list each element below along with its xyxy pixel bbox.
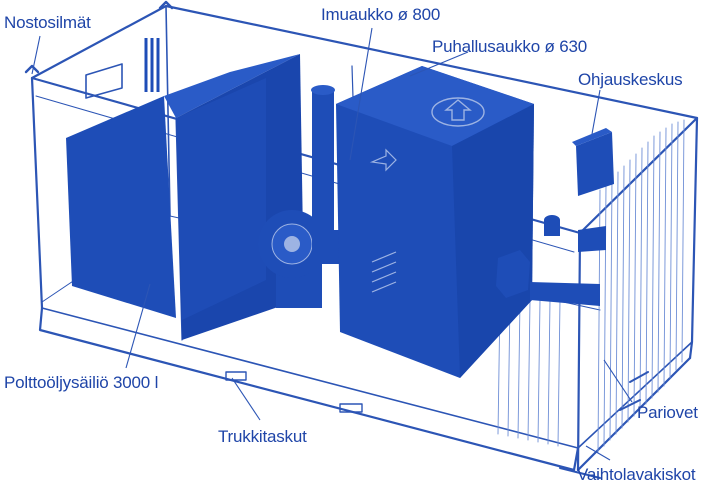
label-vaihtolavakiskot: Vaihtolavakiskot bbox=[577, 465, 696, 484]
label-puhallusaukko: Puhallusaukko ø 630 bbox=[432, 37, 587, 56]
label-imuaukko: Imuaukko ø 800 bbox=[321, 5, 441, 24]
side-duct bbox=[496, 226, 606, 306]
forklift-pockets bbox=[225, 371, 363, 413]
swap-body-rails bbox=[559, 371, 649, 479]
fuel-pipes bbox=[144, 38, 160, 92]
fuel-tank bbox=[66, 54, 304, 340]
label-ohjauskeskus: Ohjauskeskus bbox=[578, 70, 683, 89]
leader-lines bbox=[31, 27, 633, 461]
label-nostosilmat: Nostosilmät bbox=[4, 13, 91, 32]
label-pariovet: Pariovet bbox=[637, 403, 698, 422]
lifting-eye-top bbox=[158, 0, 174, 10]
lifting-eye-left bbox=[24, 64, 40, 74]
back-wall-window bbox=[85, 63, 123, 99]
top-fitting bbox=[544, 215, 560, 236]
label-polttooljysailio: Polttoöljysäiliö 3000 l bbox=[4, 373, 159, 392]
heater-block bbox=[336, 66, 534, 378]
control-center bbox=[572, 128, 614, 196]
label-trukkitaskut: Trukkitaskut bbox=[218, 427, 307, 446]
